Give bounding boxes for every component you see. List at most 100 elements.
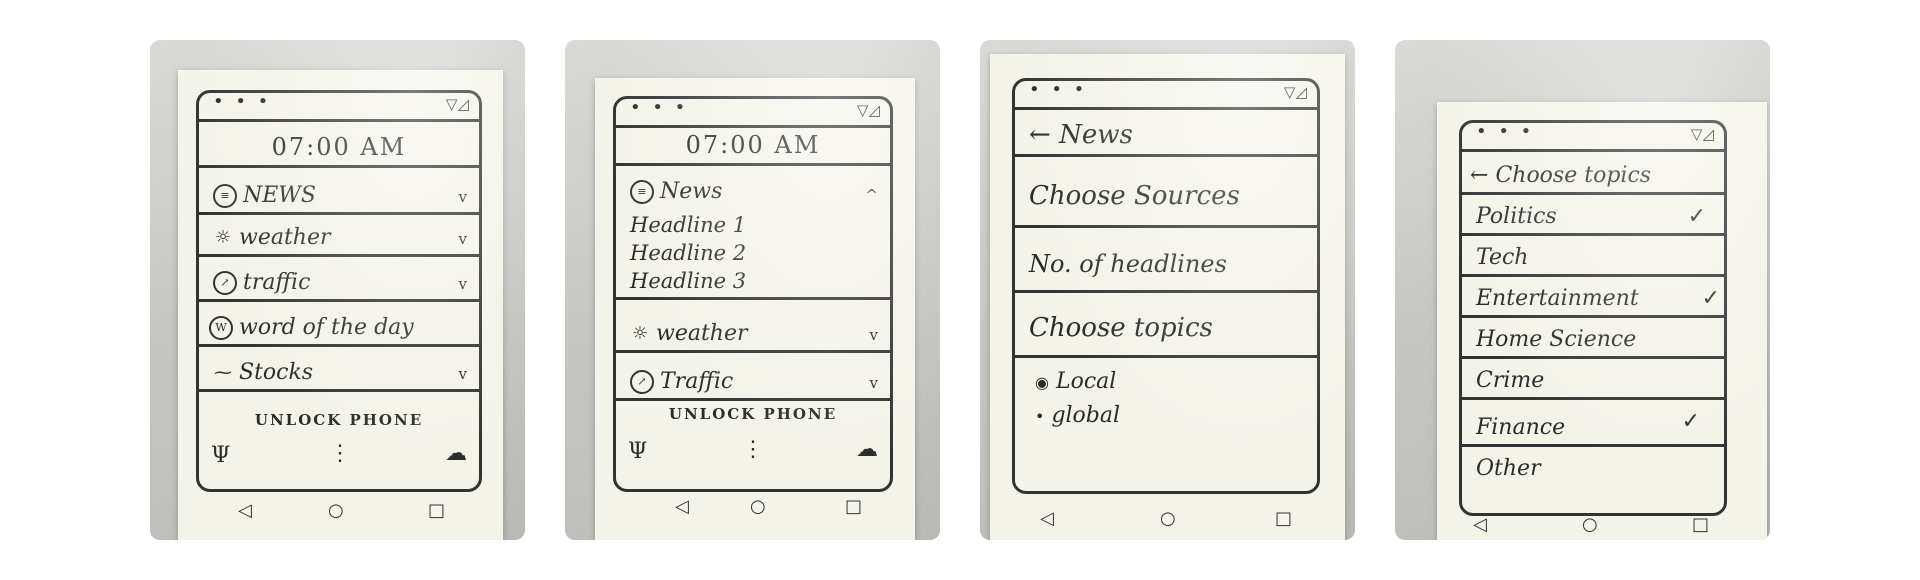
chevron-down-icon[interactable]: v (458, 275, 467, 293)
word-icon: W (209, 316, 233, 340)
topic-item[interactable]: Politics ✓ (1462, 195, 1724, 236)
nav-home-icon[interactable]: ○ (328, 500, 344, 521)
clock-time: 07:00 AM (685, 131, 821, 159)
widget-row-news-expanded[interactable]: ≡News ^ (616, 163, 890, 210)
topic-item[interactable]: Finance ✓ (1462, 400, 1724, 447)
chevron-up-icon[interactable]: ^ (865, 186, 878, 204)
widget-row-news[interactable]: ≡NEWS v (199, 165, 479, 215)
nav-recent-icon[interactable]: □ (1692, 514, 1710, 535)
signal-icon: ▽◿ (1690, 125, 1714, 143)
topic-label: Finance (1476, 415, 1566, 440)
widget-row-traffic[interactable]: ↗Traffic v (616, 350, 890, 401)
nav-home-icon[interactable]: ○ (1582, 514, 1598, 535)
radio-unselected-icon: • (1035, 407, 1045, 426)
headline-item[interactable]: Headline 1 (630, 213, 747, 237)
mic-icon[interactable]: Ψ (628, 439, 648, 464)
sketch-photo-news-settings: • • • ▽◿ ← News Choose Sources No. of he… (980, 40, 1355, 540)
nav-back-icon[interactable]: ◁ (1040, 508, 1054, 529)
status-bar: • • • ▽◿ (616, 97, 890, 128)
widget-label: word of the day (239, 315, 414, 340)
topic-label: Entertainment (1476, 286, 1639, 311)
signal-icon: ▽◿ (1283, 83, 1307, 101)
topic-item[interactable]: Home Science (1462, 318, 1724, 359)
status-dots: • • • (1029, 79, 1088, 100)
phone-frame: • • • ▽◿ 07:00 AM ≡NEWS v ☼ weather v ↗tr… (196, 90, 482, 492)
unlock-phone-label[interactable]: UNLOCK PHONE (668, 405, 838, 423)
weather-app-icon[interactable]: ☁ (856, 437, 878, 462)
header-bar: ← Choose topics (1462, 152, 1724, 195)
chevron-down-icon[interactable]: v (869, 374, 878, 392)
headline-item[interactable]: Headline 3 (630, 269, 747, 293)
status-dots: • • • (213, 91, 272, 112)
news-icon: ≡ (630, 180, 654, 204)
topic-label: Politics (1476, 204, 1557, 229)
settings-item-headlines[interactable]: No. of headlines (1015, 228, 1317, 293)
sketch-photo-home: • • • ▽◿ 07:00 AM ≡NEWS v ☼ weather v ↗tr… (150, 40, 525, 540)
paper-sheet: • • • ▽◿ 07:00 AM ≡News ^ Headline 1 Hea… (595, 78, 915, 540)
nav-back-icon[interactable]: ◁ (238, 500, 252, 521)
stocks-icon: ⁓ (214, 362, 232, 383)
chevron-down-icon[interactable]: v (869, 326, 878, 344)
nav-recent-icon[interactable]: □ (1275, 508, 1293, 529)
widget-label: weather (656, 321, 748, 346)
topic-item[interactable]: Tech (1462, 236, 1724, 277)
topic-label: Crime (1476, 368, 1545, 393)
settings-item-sources[interactable]: Choose Sources (1015, 157, 1317, 228)
nav-back-icon[interactable]: ◁ (1473, 514, 1487, 535)
nav-home-icon[interactable]: ○ (1160, 508, 1176, 529)
unlock-phone-label[interactable]: UNLOCK PHONE (254, 411, 424, 429)
signal-icon: ▽◿ (445, 95, 469, 113)
settings-item-topics[interactable]: Choose topics (1015, 293, 1317, 358)
back-arrow-icon[interactable]: ← (1470, 163, 1489, 188)
widget-row-stocks[interactable]: ⁓ Stocks v (199, 347, 479, 392)
nav-recent-icon[interactable]: □ (428, 500, 446, 521)
topic-label: Tech (1476, 245, 1529, 270)
widget-label: Traffic (660, 369, 734, 394)
widget-label: traffic (243, 270, 311, 295)
sketch-photo-news-expanded: • • • ▽◿ 07:00 AM ≡News ^ Headline 1 Hea… (565, 40, 940, 540)
headline-item[interactable]: Headline 2 (630, 241, 747, 265)
header-bar: ← News (1015, 110, 1317, 157)
chevron-down-icon[interactable]: v (458, 188, 467, 206)
settings-item-label: Choose topics (1029, 313, 1213, 343)
radio-global[interactable]: • global (1035, 403, 1120, 428)
topic-item[interactable]: Crime (1462, 359, 1724, 400)
phone-frame: • • • ▽◿ ← Choose topics Politics ✓ Tech… (1459, 120, 1727, 516)
topic-label: Home Science (1476, 327, 1637, 352)
status-dots: • • • (630, 97, 689, 118)
settings-item-label: No. of headlines (1029, 250, 1227, 278)
mic-icon[interactable]: Ψ (211, 443, 231, 468)
radio-selected-icon: ◉ (1035, 373, 1049, 392)
widget-row-traffic[interactable]: ↗traffic v (199, 257, 479, 302)
weather-app-icon[interactable]: ☁ (445, 441, 467, 466)
chevron-down-icon[interactable]: v (458, 230, 467, 248)
signal-icon: ▽◿ (856, 101, 880, 119)
widget-label: Stocks (239, 360, 314, 385)
topic-item[interactable]: Entertainment ✓ (1462, 277, 1724, 318)
clock-time: 07:00 AM (271, 133, 407, 161)
back-arrow-icon[interactable]: ← (1029, 120, 1051, 150)
traffic-icon: ↗ (630, 370, 654, 394)
widget-row-weather[interactable]: ☼ weather v (199, 212, 479, 257)
nav-back-icon[interactable]: ◁ (675, 496, 689, 517)
nav-recent-icon[interactable]: □ (845, 496, 863, 517)
status-bar: • • • ▽◿ (1462, 121, 1724, 152)
menu-icon[interactable]: ⋮ (742, 437, 764, 462)
nav-home-icon[interactable]: ○ (750, 496, 766, 517)
check-icon: ✓ (1701, 286, 1720, 311)
widget-row-weather[interactable]: ☼ weather v (616, 297, 890, 353)
chevron-down-icon[interactable]: v (458, 365, 467, 383)
page-title: Choose topics (1495, 163, 1652, 188)
phone-frame: • • • ▽◿ 07:00 AM ≡News ^ Headline 1 Hea… (613, 96, 893, 492)
radio-local[interactable]: ◉ Local (1035, 369, 1116, 394)
traffic-icon: ↗ (213, 271, 237, 295)
sun-icon: ☼ (631, 323, 649, 344)
radio-label: global (1051, 403, 1121, 428)
menu-icon[interactable]: ⋮ (329, 441, 351, 466)
paper-sheet: • • • ▽◿ 07:00 AM ≡NEWS v ☼ weather v ↗tr… (178, 70, 503, 540)
topic-item[interactable]: Other (1462, 447, 1724, 485)
sun-icon: ☼ (214, 227, 232, 248)
widget-label: weather (239, 225, 331, 250)
